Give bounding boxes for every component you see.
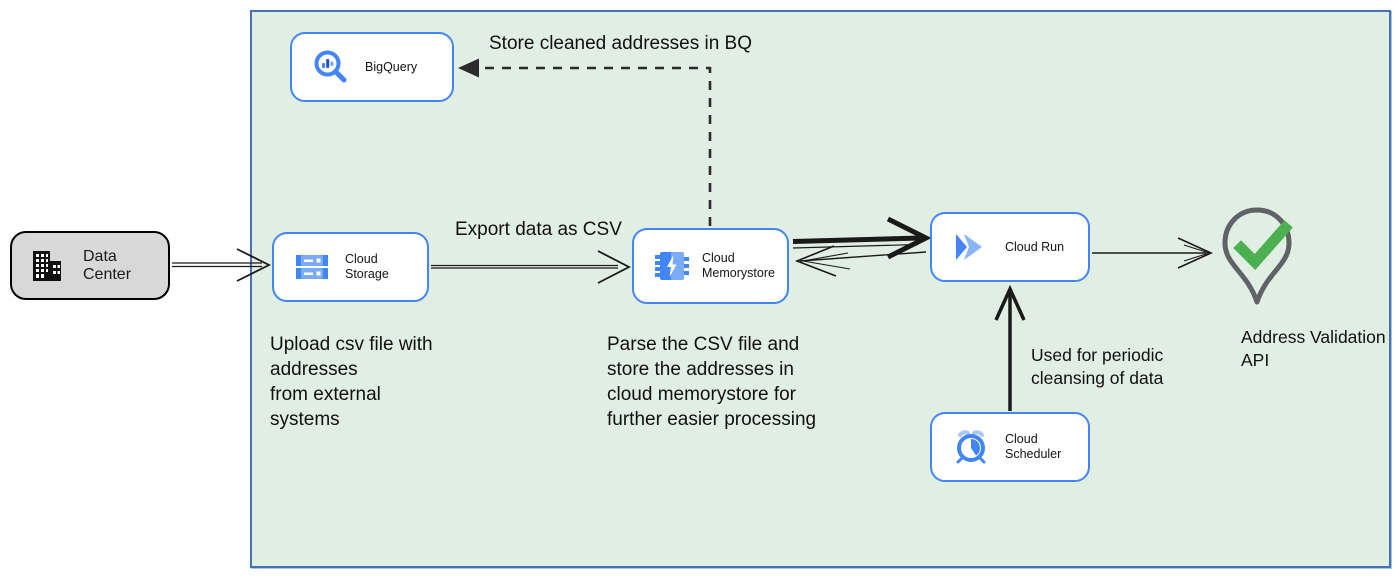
node-label: Cloud Scheduler <box>1005 432 1062 461</box>
storage-stacked-disks-icon <box>294 251 330 283</box>
edge-label-store-bq: Store cleaned addresses in BQ <box>489 33 752 54</box>
node-label: Cloud Storage <box>345 252 389 281</box>
edge-label-export-csv: Export data as CSV <box>455 219 622 240</box>
memorystore-chip-bolt-icon <box>654 248 690 284</box>
annotation-upload-csv: Upload csv file with addresses from exte… <box>270 334 433 430</box>
node-address-validation-api[interactable] <box>1219 206 1295 328</box>
node-cloud-scheduler[interactable]: Cloud Scheduler <box>930 412 1090 482</box>
node-label: Data Center <box>83 247 132 283</box>
node-label: Cloud Memorystore <box>702 251 775 280</box>
node-cloud-storage[interactable]: Cloud Storage <box>272 232 429 302</box>
node-data-center[interactable]: Data Center <box>10 231 170 300</box>
scheduler-alarm-clock-icon <box>952 428 990 466</box>
address-validation-label: Address Validation API <box>1241 327 1386 370</box>
cloud-run-chevrons-icon <box>952 230 990 264</box>
annotation-parse-csv: Parse the CSV file and store the address… <box>607 334 817 430</box>
map-pin-check-icon <box>1219 206 1295 328</box>
building-icon <box>29 249 65 283</box>
node-cloud-memorystore[interactable]: Cloud Memorystore <box>632 228 789 304</box>
node-bigquery[interactable]: BigQuery <box>290 32 454 102</box>
node-cloud-run[interactable]: Cloud Run <box>930 212 1090 282</box>
node-label: BigQuery <box>365 59 418 74</box>
edge-label-periodic-cleansing: Used for periodic cleansing of data <box>1031 345 1164 388</box>
cloud-region-container <box>250 10 1391 568</box>
bigquery-magnifier-chart-icon <box>312 48 350 86</box>
node-label: Cloud Run <box>1005 239 1065 254</box>
